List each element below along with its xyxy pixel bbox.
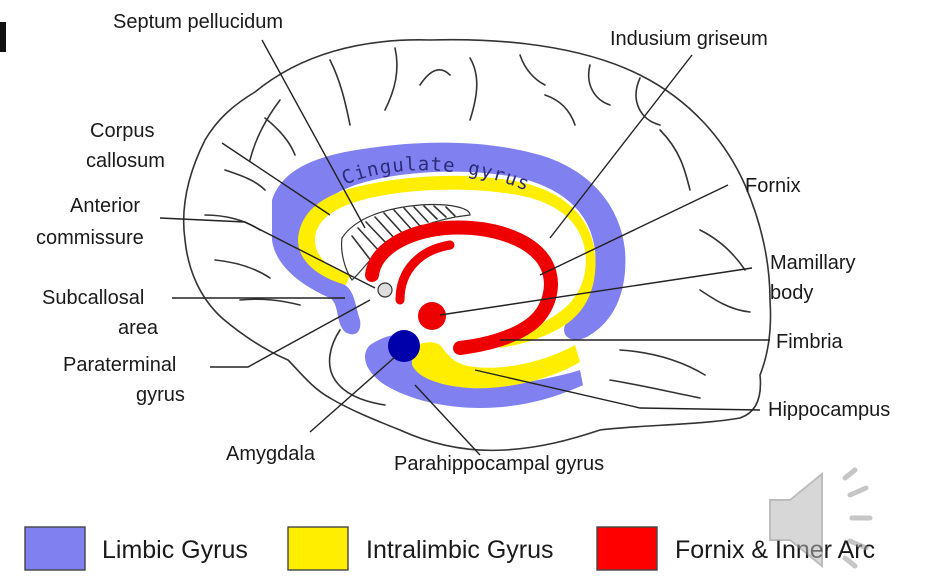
legend-label-limbic: Limbic Gyrus xyxy=(102,536,248,564)
label-indusium-griseum: Indusium griseum xyxy=(610,28,768,50)
label-corpus-callosum-line1: Corpus xyxy=(90,120,154,142)
label-fimbria: Fimbria xyxy=(776,331,844,353)
anterior-commissure-shape xyxy=(378,283,392,297)
label-parahippocampal-gyrus: Parahippocampal gyrus xyxy=(394,453,604,475)
fornix-shape xyxy=(372,228,551,348)
legend-swatch-intralimbic xyxy=(288,527,348,570)
label-mamillary-body-line2: body xyxy=(770,282,813,304)
label-paraterminal-gyrus-line2: gyrus xyxy=(136,384,185,406)
label-septum-pellucidum: Septum pellucidum xyxy=(113,11,283,33)
legend: Limbic Gyrus Intralimbic Gyrus Fornix & … xyxy=(25,527,875,570)
mamillary-body-shape xyxy=(418,302,446,330)
label-subcallosal-area-line1: Subcallosal xyxy=(42,287,144,309)
label-anterior-commissure-line2: commissure xyxy=(36,227,144,249)
label-subcallosal-area-line2: area xyxy=(118,317,159,339)
label-hippocampus: Hippocampus xyxy=(768,399,890,421)
amygdala-shape xyxy=(388,330,420,362)
edge-mark xyxy=(0,22,6,52)
label-mamillary-body-line1: Mamillary xyxy=(770,252,856,274)
label-amygdala: Amygdala xyxy=(226,443,316,465)
label-corpus-callosum-line2: callosum xyxy=(86,150,165,172)
label-paraterminal-gyrus-line1: Paraterminal xyxy=(63,354,176,376)
legend-swatch-limbic xyxy=(25,527,85,570)
label-fornix: Fornix xyxy=(745,175,801,197)
legend-label-intralimbic: Intralimbic Gyrus xyxy=(366,536,554,564)
label-anterior-commissure-line1: Anterior xyxy=(70,195,140,217)
legend-swatch-fornix xyxy=(597,527,657,570)
